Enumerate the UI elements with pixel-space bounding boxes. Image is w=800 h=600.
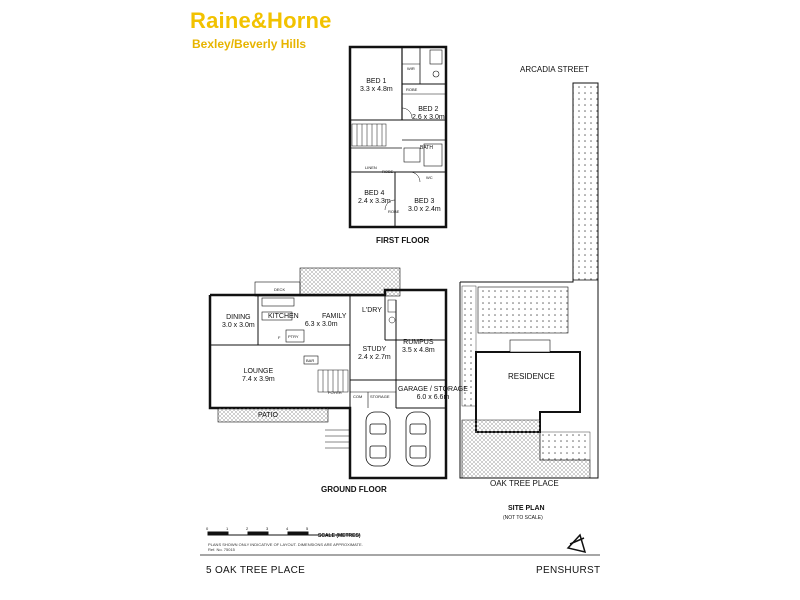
ground-floor-title: GROUND FLOOR — [321, 485, 387, 494]
brand-logo: Raine&Horne — [190, 8, 332, 33]
label-bar: BAR — [306, 358, 315, 363]
label-pantry: PTRY — [288, 334, 299, 339]
label-deck: DECK — [274, 287, 286, 292]
label-wc: WC — [426, 175, 433, 180]
room-patio: PATIO — [258, 412, 278, 419]
street-oak-tree: OAK TREE PLACE — [490, 479, 559, 488]
scale-disclaimer: PLANS SHOWN ONLY INDICATIVE OF LAYOUT. D… — [208, 542, 363, 547]
scale-ref: Ref. No. 75015 — [208, 547, 235, 552]
label-residence: RESIDENCE — [508, 372, 555, 381]
scale-tick-0: 0 — [206, 526, 209, 531]
footer-address: 5 OAK TREE PLACE — [206, 565, 306, 576]
label-robe-2: ROBE — [382, 169, 394, 174]
scale-tick-3: 3 — [266, 526, 269, 531]
scale-tick-1: 1 — [226, 526, 229, 531]
scale-label: SCALE (METRES) — [318, 533, 361, 539]
footer-suburb: PENSHURST — [536, 565, 601, 576]
label-robe-3: ROBE — [388, 209, 400, 214]
label-f: F — [278, 335, 281, 340]
label-linen: LINEN — [365, 165, 377, 170]
first-floor-title: FIRST FLOOR — [376, 236, 430, 245]
label-storage: STORAGE — [370, 394, 390, 399]
ground-floor-plan — [208, 267, 448, 480]
scale-tick-2: 2 — [246, 526, 249, 531]
site-plan — [459, 82, 599, 479]
scale-bar — [207, 531, 360, 536]
scale-tick-5: 5 — [306, 526, 309, 531]
site-plan-subtitle: (NOT TO SCALE) — [503, 515, 543, 521]
room-kitchen: KITCHEN — [268, 313, 299, 320]
scale-tick-4: 4 — [286, 526, 289, 531]
first-floor-plan — [348, 45, 448, 229]
label-com: COM — [353, 394, 363, 399]
label-wir: WIR — [407, 66, 415, 71]
street-arcadia: ARCADIA STREET — [520, 65, 589, 74]
label-foyer: FOYER — [328, 390, 342, 395]
room-bath: BATH — [420, 145, 433, 151]
brand-office: Bexley/Beverly Hills — [192, 37, 307, 51]
site-plan-title: SITE PLAN — [508, 505, 545, 512]
room-laundry: L'DRY — [362, 307, 382, 314]
label-robe: ROBE — [406, 87, 418, 92]
north-arrow-icon — [566, 533, 587, 554]
